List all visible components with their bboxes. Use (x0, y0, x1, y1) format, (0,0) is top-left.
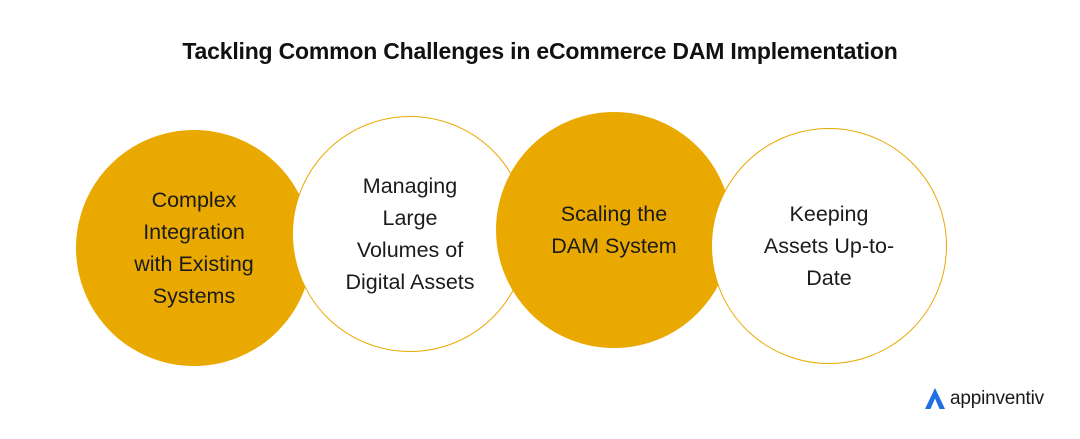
brand-name: appinventiv (950, 388, 1044, 409)
challenge-circle-volumes: Managing Large Volumes of Digital Assets (292, 116, 528, 352)
challenge-label: Complex Integration with Existing System… (134, 188, 254, 308)
brand-logo: appinventiv (924, 384, 1044, 414)
challenge-circle-integration: Complex Integration with Existing System… (76, 130, 312, 366)
page-title: Tackling Common Challenges in eCommerce … (182, 38, 898, 64)
challenge-label: Managing Large Volumes of Digital Assets (345, 174, 475, 294)
challenge-circle-up-to-date: Keeping Assets Up-to- Date (711, 128, 947, 364)
challenge-circle-scaling: Scaling the DAM System (496, 112, 732, 348)
challenge-label: Keeping Assets Up-to- Date (763, 202, 895, 290)
appinventiv-logo-icon (925, 388, 945, 409)
challenge-label: Scaling the DAM System (551, 202, 677, 258)
